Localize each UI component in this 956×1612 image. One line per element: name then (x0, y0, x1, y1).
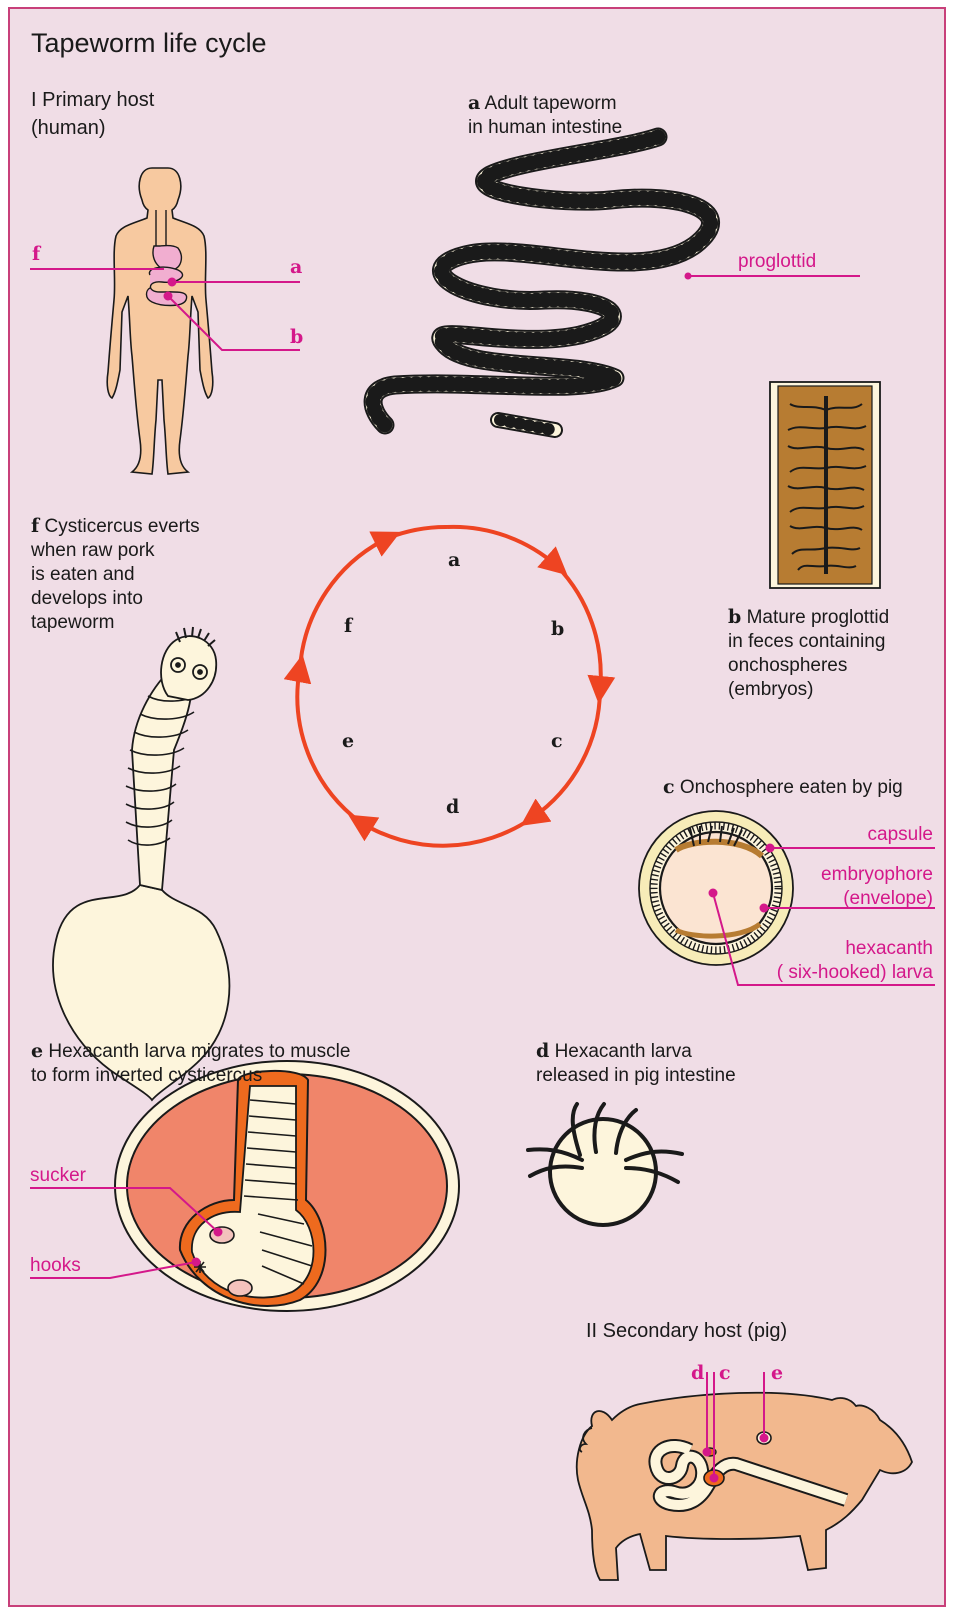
hexacanth-label: hexacanth (845, 937, 933, 960)
stage-e-line2: to form inverted cysticercus (31, 1064, 262, 1087)
primary-host-subheading: (human) (31, 116, 105, 140)
stage-e-caption: e Hexacanth larva migrates to muscle (31, 1040, 350, 1063)
everted-cysticercus (53, 627, 229, 1100)
stage-a-caption-line2: in human intestine (468, 116, 622, 139)
stage-f-line5: tapeworm (31, 611, 114, 634)
stage-c-key: c (663, 776, 675, 798)
cycle-letter-b: b (551, 618, 564, 641)
cycle-letter-d: d (446, 796, 459, 819)
stage-f-key: f (31, 515, 39, 537)
stage-f-caption: f Cysticercus everts (31, 515, 200, 538)
human-label-f: f (32, 243, 40, 266)
human-label-a: a (290, 256, 302, 279)
stage-f-line3: is eaten and (31, 563, 135, 586)
stage-e-key: e (31, 1040, 43, 1062)
sucker-label: sucker (30, 1164, 86, 1187)
inverted-cysticercus (115, 1061, 459, 1311)
stage-d-key: d (536, 1040, 549, 1062)
stage-d-caption: d Hexacanth larva (536, 1040, 692, 1063)
stage-a-text: Adult tapeworm (485, 93, 617, 114)
proglottid-label: proglottid (738, 250, 816, 273)
cycle-letter-e: e (342, 730, 354, 753)
stage-f-text: Cysticercus everts (44, 516, 199, 537)
stage-b-line3: onchospheres (728, 654, 847, 677)
cycle-letter-a: a (448, 549, 460, 572)
mature-proglottid (770, 382, 880, 588)
stage-a-caption: a Adult tapeworm (468, 92, 617, 115)
stage-d-text: Hexacanth larva (555, 1041, 692, 1062)
stage-f-line2: when raw pork (31, 539, 155, 562)
human-label-b: b (290, 326, 303, 349)
stage-b-text: Mature proglottid (747, 607, 890, 628)
primary-host-heading: I Primary host (31, 88, 154, 112)
stage-b-caption: b Mature proglottid (728, 606, 889, 629)
capsule-label: capsule (868, 823, 934, 846)
embryophore-label: embryophore (821, 863, 933, 886)
stage-b-key: b (728, 606, 741, 628)
pig (577, 1393, 912, 1580)
secondary-host-heading: II Secondary host (pig) (586, 1319, 787, 1343)
stage-d-line2: released in pig intestine (536, 1064, 736, 1087)
pig-label-e: e (771, 1362, 783, 1385)
pig-label-d: d (691, 1362, 704, 1385)
stage-b-line2: in feces containing (728, 630, 885, 653)
stage-a-key: a (468, 92, 480, 114)
proglottid-callout-line (685, 273, 861, 280)
pig-body (577, 1393, 912, 1580)
stage-c-caption: c Onchosphere eaten by pig (663, 776, 903, 799)
six-hooked-larva-label: ( six-hooked) larva (777, 961, 933, 984)
adult-tapeworm (373, 137, 710, 430)
stage-b-line4: (embryos) (728, 678, 814, 701)
figure-title: Tapeworm life cycle (31, 27, 267, 59)
stage-c-text: Onchosphere eaten by pig (680, 777, 903, 798)
envelope-label: (envelope) (843, 887, 933, 910)
human-figure (107, 168, 213, 474)
stage-f-line4: develops into (31, 587, 143, 610)
onchosphere (639, 811, 793, 965)
cycle-letter-f: f (344, 615, 352, 638)
hooks-label: hooks (30, 1254, 81, 1277)
hexacanth-larva (528, 1104, 682, 1225)
cycle-letter-c: c (551, 730, 563, 753)
stage-e-text: Hexacanth larva migrates to muscle (48, 1041, 350, 1062)
human-body (107, 168, 213, 474)
pig-label-c: c (719, 1362, 731, 1385)
